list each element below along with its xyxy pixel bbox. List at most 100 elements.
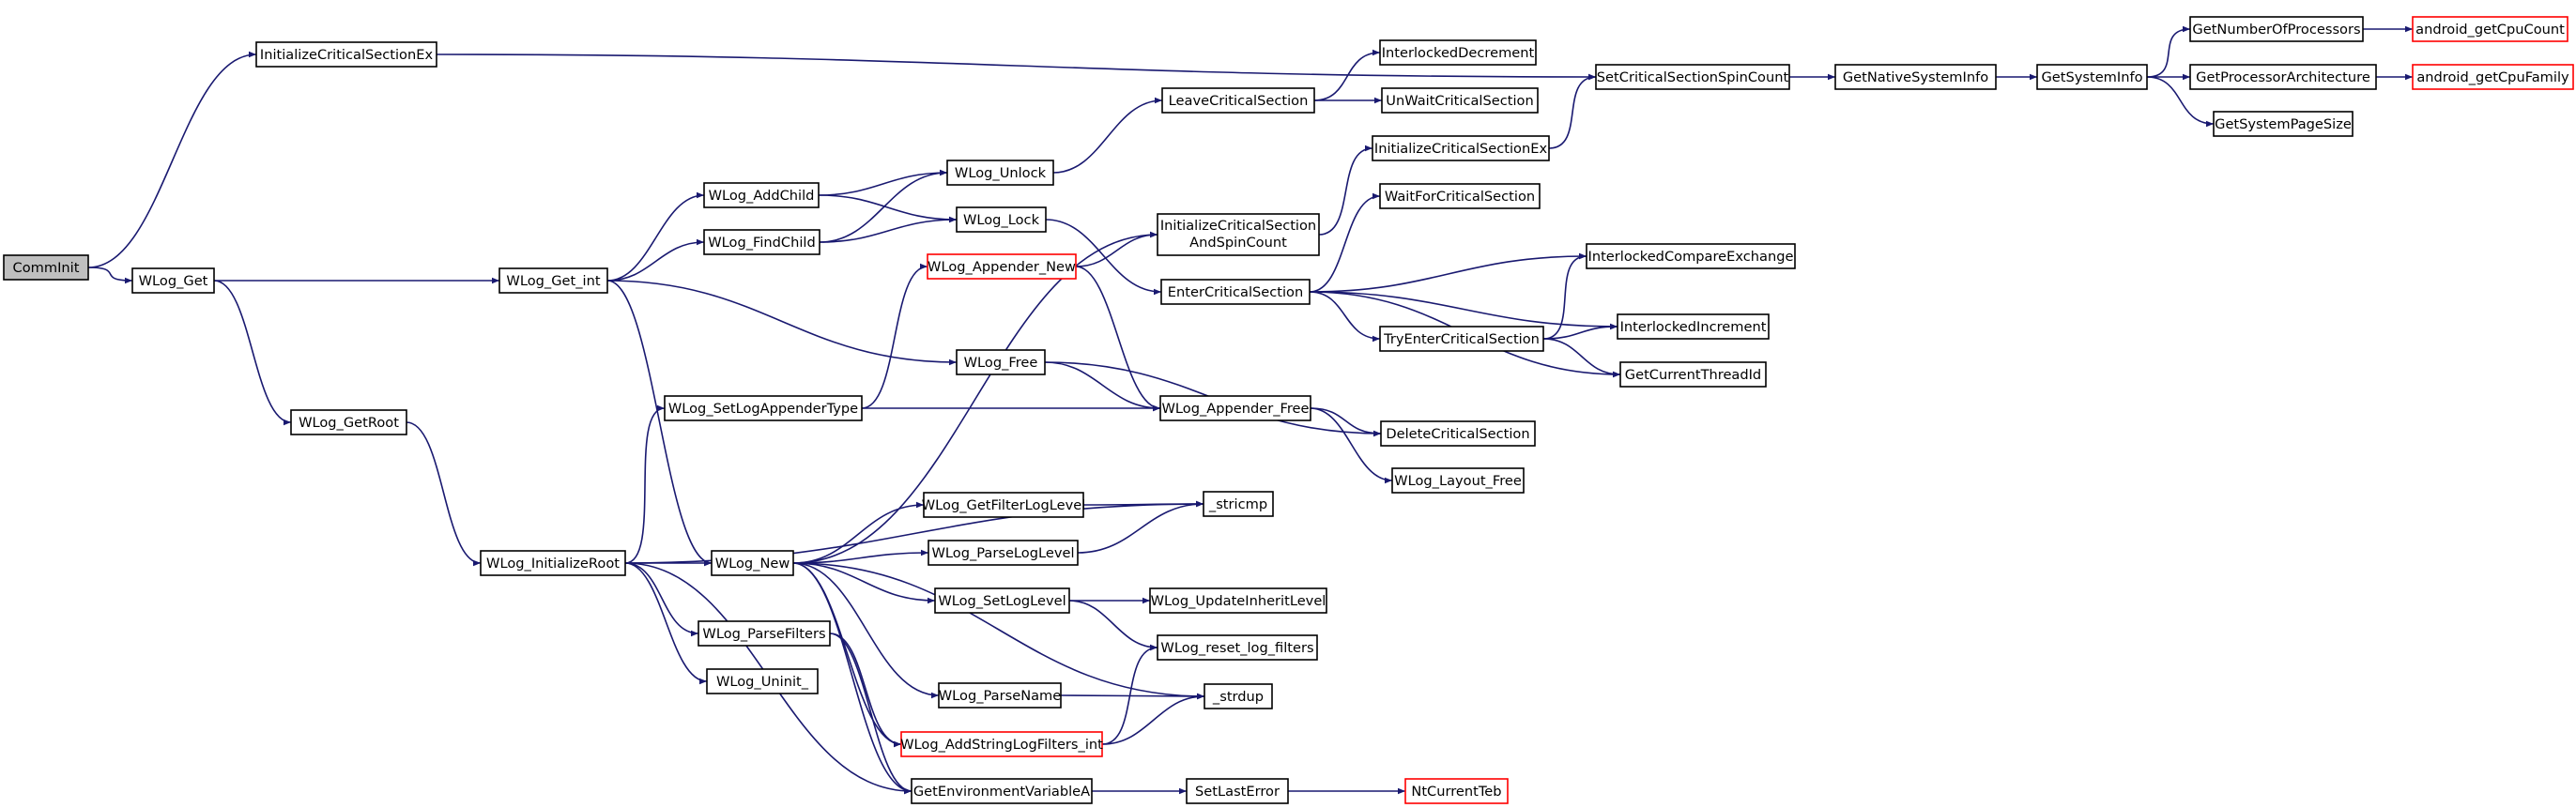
edge-wlog-addstringlogfilters-int-to-wlog-reset-log-filters (1101, 644, 1158, 745)
node-label: WLog_Lock (963, 212, 1040, 228)
node-deletecs[interactable]: DeleteCriticalSection (1380, 420, 1536, 447)
node-label: WLog_UpdateInheritLevel (1151, 593, 1326, 609)
node-ntcurrentteb[interactable]: NtCurrentTeb (1404, 778, 1509, 804)
edge-wlog-setlogappendertype-to-wlog-appender-new (861, 263, 928, 409)
node-label: WLog_Free (964, 355, 1038, 371)
node-label: WLog_Appender_Free (1161, 401, 1309, 417)
node--strdup[interactable]: _strdup (1204, 683, 1273, 709)
node-wlog-updateinheritlevel[interactable]: WLog_UpdateInheritLevel (1149, 587, 1327, 614)
node-label: InitializeCriticalSection (1160, 218, 1316, 234)
node-box (1586, 243, 1796, 269)
node-wlog-lock[interactable]: WLog_Lock (956, 206, 1047, 233)
node-label: AndSpinCount (1189, 235, 1287, 251)
node-wlog-free[interactable]: WLog_Free (956, 349, 1046, 375)
node-box (1595, 64, 1790, 90)
node-interlockedcompareexchange[interactable]: InterlockedCompareExchange (1586, 243, 1796, 269)
node-android-getcpufamily[interactable]: android_getCpuFamily (2412, 64, 2574, 90)
edge-layer (87, 25, 2413, 795)
node-label: WLog_ParseFilters (702, 626, 825, 642)
node-label: InitializeCriticalSectionEx (260, 47, 434, 63)
node-wlog-layout-free[interactable]: WLog_Layout_Free (1391, 467, 1525, 494)
node-box (1834, 64, 1997, 90)
node-wlog-appender-free[interactable]: WLog_Appender_Free (1159, 395, 1311, 421)
node-label: EnterCriticalSection (1168, 284, 1303, 300)
edge-wlog-parsename-to--strdup (1060, 693, 1205, 700)
node-label: InterlockedIncrement (1620, 319, 1767, 335)
node-wlog-findchild[interactable]: WLog_FindChild (703, 229, 820, 255)
node-wlog-initializeroot[interactable]: WLog_InitializeRoot (480, 550, 626, 576)
node-box (290, 409, 407, 435)
node-wlog-appender-new[interactable]: WLog_Appender_New (927, 253, 1077, 280)
node-wlog-addchild[interactable]: WLog_AddChild (703, 182, 820, 208)
edge-getsysteminfo-to-getnumberofprocessors (2146, 25, 2191, 78)
node-wlog-parsename[interactable]: WLog_ParseName (938, 682, 1062, 709)
node-label: WLog_reset_log_filters (1160, 640, 1313, 656)
node-label: SetLastError (1195, 784, 1280, 800)
node-label: WLog_InitializeRoot (486, 556, 620, 572)
edge-wlog-parsefilters-to-wlog-addstringlogfilters-int (829, 633, 902, 748)
node-label: android_getCpuCount (2415, 22, 2565, 38)
edge-comminit-to-initcsex1 (87, 51, 257, 268)
node-box (1619, 361, 1767, 388)
node-wlog-get-int[interactable]: WLog_Get_int (498, 267, 608, 294)
node-initcsex2[interactable]: InitializeCriticalSectionEx (1372, 135, 1550, 161)
node-interlockedincrement[interactable]: InterlockedIncrement (1617, 313, 1770, 340)
node-wlog-parseloglevel[interactable]: WLog_ParseLogLevel (928, 540, 1079, 566)
node-getcurrentthreadid[interactable]: GetCurrentThreadId (1619, 361, 1767, 388)
edge-getsysteminfo-to-getsystempagesize (2146, 76, 2215, 128)
edge-wlog-findchild-to-wlog-unlock (819, 169, 948, 243)
node-setcsspincount[interactable]: SetCriticalSectionSpinCount (1595, 64, 1790, 90)
node-unwaitcs[interactable]: UnWaitCriticalSection (1381, 87, 1539, 114)
node-wlog-addstringlogfilters-int[interactable]: WLog_AddStringLogFilters_int (900, 731, 1103, 757)
node--stricmp[interactable]: _stricmp (1203, 491, 1274, 517)
node-wlog-setloglevel[interactable]: WLog_SetLogLevel (934, 587, 1070, 614)
node-label: WLog_GetFilterLogLevel (922, 497, 1086, 513)
node-wlog-getfilterloglevel[interactable]: WLog_GetFilterLogLevel (922, 492, 1086, 518)
node-getsystempagesize[interactable]: GetSystemPageSize (2213, 111, 2354, 137)
edge-wlog-new-to-wlog-setloglevel (792, 562, 936, 604)
node-waitforcs[interactable]: WaitForCriticalSection (1379, 183, 1541, 209)
node-label: android_getCpuFamily (2416, 69, 2569, 85)
node-wlog-getroot[interactable]: WLog_GetRoot (290, 409, 407, 435)
node-box (664, 395, 863, 421)
node-android-getcpucount[interactable]: android_getCpuCount (2412, 16, 2568, 42)
node-leavecs[interactable]: LeaveCriticalSection (1161, 87, 1315, 114)
edge-wlog-new-to-initcsandspin (792, 231, 1158, 564)
node-getnativesysteminfo[interactable]: GetNativeSystemInfo (1834, 64, 1997, 90)
node-label: GetNativeSystemInfo (1843, 69, 1988, 85)
node-getprocessorarchitecture[interactable]: GetProcessorArchitecture (2189, 64, 2377, 90)
node-label: InitializeCriticalSectionEx (1374, 141, 1548, 157)
node-getenvironmentvariablea[interactable]: GetEnvironmentVariableA (911, 778, 1093, 804)
edge-initcsex2-to-setcsspincount (1548, 73, 1597, 149)
edge-wlog-initializeroot-to-wlog-parsefilters (624, 562, 699, 637)
node-box (3, 254, 89, 281)
edge-wlog-new-to--strdup (792, 562, 1205, 700)
node-comminit[interactable]: CommInit (3, 254, 89, 281)
node-label: SetCriticalSectionSpinCount (1597, 69, 1789, 85)
edge-tryentercs-to-interlockedcompareexchange (1542, 252, 1587, 340)
node-wlog-new[interactable]: WLog_New (711, 550, 794, 576)
edge-wlog-get-int-to-wlog-new (606, 280, 713, 567)
node-interlockeddecrement[interactable]: InterlockedDecrement (1379, 39, 1537, 66)
node-tryentercs[interactable]: TryEnterCriticalSection (1379, 326, 1544, 352)
node-box (1380, 420, 1536, 447)
node-wlog-parsefilters[interactable]: WLog_ParseFilters (698, 620, 831, 647)
node-entercs[interactable]: EnterCriticalSection (1160, 279, 1311, 305)
node-label: WLog_GetRoot (299, 415, 399, 431)
node-getnumberofprocessors[interactable]: GetNumberOfProcessors (2189, 16, 2364, 42)
node-box (911, 778, 1093, 804)
node-wlog-get[interactable]: WLog_Get (131, 267, 215, 294)
edge-wlog-unlock-to-leavecs (1052, 97, 1163, 174)
node-wlog-uninit-[interactable]: WLog_Uninit_ (706, 668, 819, 694)
node-wlog-setlogappendertype[interactable]: WLog_SetLogAppenderType (664, 395, 863, 421)
node-label: WaitForCriticalSection (1385, 189, 1535, 205)
node-wlog-unlock[interactable]: WLog_Unlock (946, 160, 1054, 186)
node-box (2036, 64, 2148, 90)
node-initcsex1[interactable]: InitializeCriticalSectionEx (255, 41, 437, 68)
node-getsysteminfo[interactable]: GetSystemInfo (2036, 64, 2148, 90)
node-setlasterror[interactable]: SetLastError (1186, 778, 1289, 804)
node-box (1204, 683, 1273, 709)
node-wlog-reset-log-filters[interactable]: WLog_reset_log_filters (1157, 634, 1318, 661)
